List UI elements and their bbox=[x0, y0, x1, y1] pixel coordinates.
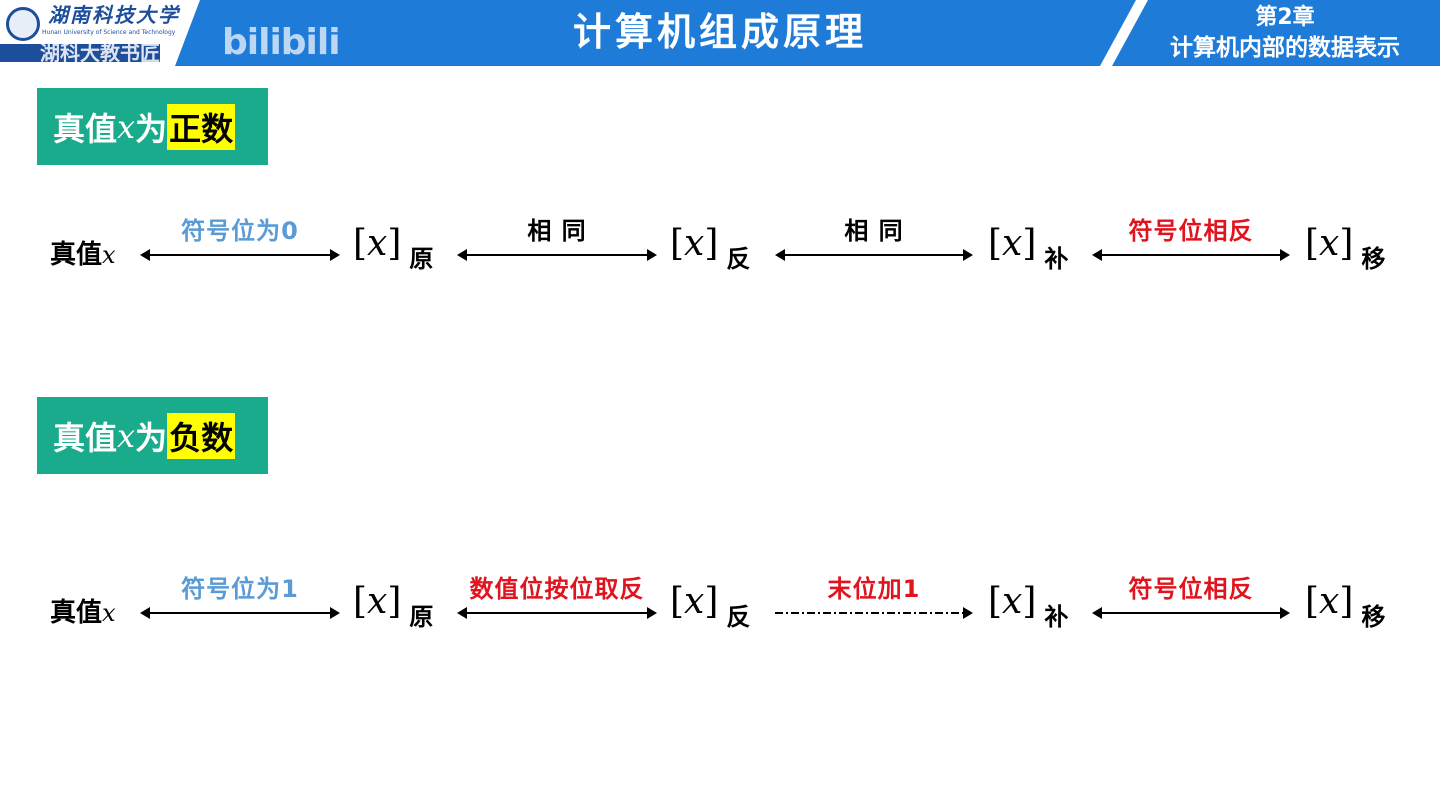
arrow-line bbox=[1098, 254, 1284, 256]
arrow-label: 相 同 bbox=[844, 217, 904, 245]
code-subscript: 补 bbox=[1044, 603, 1069, 631]
true-value-label: 真值 bbox=[50, 598, 103, 628]
true-value-node: 真值x bbox=[50, 592, 116, 629]
slide-header: 湖南科技大学 Hunan University of Science and T… bbox=[0, 0, 1440, 66]
heading-prefix: 真值 bbox=[53, 109, 118, 148]
logo-text-en: Hunan University of Science and Technolo… bbox=[42, 29, 176, 36]
heading-mid: 为 bbox=[135, 418, 168, 457]
two-way-arrow bbox=[1092, 607, 1290, 619]
code-node-2: [x]补 bbox=[988, 581, 1069, 631]
logo-bar bbox=[0, 44, 160, 62]
one-way-arrow bbox=[775, 607, 973, 619]
var-x: x bbox=[367, 223, 388, 264]
arrowhead-right-icon bbox=[647, 607, 657, 619]
var-x: x bbox=[367, 581, 388, 622]
arrowhead-left-icon bbox=[140, 607, 150, 619]
arrow-label: 数值位按位取反 bbox=[469, 575, 645, 603]
code-subscript: 补 bbox=[1044, 245, 1069, 273]
arrowhead-left-icon bbox=[457, 607, 467, 619]
arrow-label: 符号位为0 bbox=[181, 217, 299, 245]
arrowhead-left-icon bbox=[140, 249, 150, 261]
arrowhead-right-icon bbox=[963, 607, 973, 619]
arrowhead-right-icon bbox=[963, 249, 973, 261]
arrowhead-left-icon bbox=[1092, 249, 1102, 261]
arrow-label: 符号位相反 bbox=[1128, 575, 1254, 603]
arrow-label: 相 同 bbox=[527, 217, 587, 245]
arrowhead-right-icon bbox=[330, 607, 340, 619]
arrowhead-left-icon bbox=[1092, 607, 1102, 619]
arrow-line bbox=[463, 254, 651, 256]
heading-mid: 为 bbox=[135, 109, 168, 148]
var-x: x bbox=[1002, 223, 1023, 264]
arrow-line bbox=[463, 612, 651, 614]
arrow-line bbox=[1098, 612, 1284, 614]
code-subscript: 原 bbox=[409, 603, 434, 631]
arrowhead-right-icon bbox=[1280, 249, 1290, 261]
var-x: x bbox=[684, 223, 705, 264]
heading-var: x bbox=[117, 107, 136, 146]
code-subscript: 移 bbox=[1361, 603, 1386, 631]
bilibili-watermark: bilibili bbox=[222, 22, 341, 63]
university-emblem-icon bbox=[6, 7, 40, 41]
heading-var: x bbox=[117, 416, 136, 455]
var-x: x bbox=[1319, 581, 1340, 622]
code-node-3: [x]移 bbox=[1305, 223, 1386, 273]
var-x: x bbox=[102, 599, 116, 627]
university-logo: 湖南科技大学 Hunan University of Science and T… bbox=[0, 0, 200, 66]
code-subscript: 反 bbox=[726, 245, 751, 273]
true-value-label: 真值 bbox=[50, 240, 103, 270]
page-title: 计算机组成原理 bbox=[572, 10, 867, 54]
arrow-label: 末位加1 bbox=[827, 575, 921, 603]
var-x: x bbox=[684, 581, 705, 622]
arrow-line bbox=[781, 254, 967, 256]
var-x: x bbox=[1319, 223, 1340, 264]
heading-highlight: 负数 bbox=[167, 412, 236, 459]
arrow-line bbox=[146, 612, 334, 614]
code-subscript: 移 bbox=[1361, 245, 1386, 273]
code-node-3: [x]移 bbox=[1305, 581, 1386, 631]
code-node-1: [x]反 bbox=[670, 581, 751, 631]
code-subscript: 原 bbox=[409, 245, 434, 273]
two-way-arrow bbox=[775, 249, 973, 261]
two-way-arrow bbox=[457, 607, 657, 619]
var-x: x bbox=[102, 241, 116, 269]
true-value-node: 真值x bbox=[50, 234, 116, 271]
arrow-label: 符号位相反 bbox=[1128, 217, 1254, 245]
chapter-title: 计算机内部的数据表示 bbox=[1170, 35, 1400, 61]
code-node-0: [x]原 bbox=[353, 581, 434, 631]
watermark: 湖科大教书匠 bbox=[40, 41, 160, 65]
arrow-line bbox=[775, 612, 967, 614]
var-x: x bbox=[1002, 581, 1023, 622]
two-way-arrow bbox=[1092, 249, 1290, 261]
two-way-arrow bbox=[140, 607, 340, 619]
two-way-arrow bbox=[457, 249, 657, 261]
code-node-2: [x]补 bbox=[988, 223, 1069, 273]
arrowhead-right-icon bbox=[647, 249, 657, 261]
arrow-line bbox=[146, 254, 334, 256]
heading-prefix: 真值 bbox=[53, 418, 118, 457]
code-node-1: [x]反 bbox=[670, 223, 751, 273]
heading-highlight: 正数 bbox=[167, 103, 236, 150]
logo-text-cn: 湖南科技大学 bbox=[48, 3, 180, 27]
two-way-arrow bbox=[140, 249, 340, 261]
arrowhead-right-icon bbox=[330, 249, 340, 261]
code-subscript: 反 bbox=[726, 603, 751, 631]
arrowhead-left-icon bbox=[457, 249, 467, 261]
chapter-info: 第2章 计算机内部的数据表示 bbox=[1140, 2, 1430, 64]
chapter-number: 第2章 bbox=[1255, 5, 1315, 30]
code-node-0: [x]原 bbox=[353, 223, 434, 273]
arrow-label: 符号位为1 bbox=[181, 575, 299, 603]
arrowhead-right-icon bbox=[1280, 607, 1290, 619]
arrowhead-left-icon bbox=[775, 249, 785, 261]
